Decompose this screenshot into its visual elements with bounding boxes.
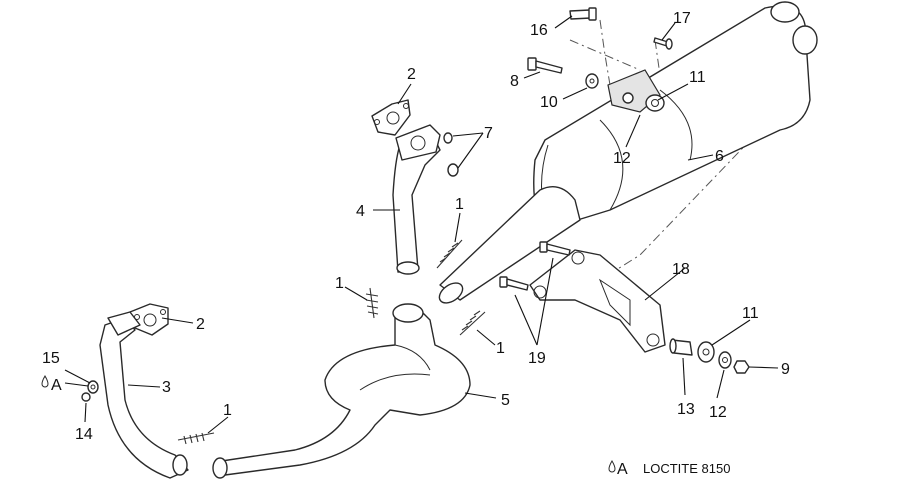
callout-4: 4 bbox=[356, 203, 365, 220]
loctite-marker-part: A bbox=[41, 375, 62, 394]
callout-12-top: 12 bbox=[613, 150, 631, 167]
washer-10 bbox=[585, 73, 599, 89]
callout-15: 15 bbox=[42, 350, 60, 367]
nut-9 bbox=[733, 360, 750, 374]
pipe-3 bbox=[99, 311, 189, 479]
callout-11-top: 11 bbox=[689, 69, 706, 86]
callout-13: 13 bbox=[677, 401, 695, 418]
muffler bbox=[533, 1, 818, 231]
callout-9: 9 bbox=[781, 361, 790, 378]
callout-1-lower: 1 bbox=[223, 402, 232, 419]
bolt-8 bbox=[527, 57, 563, 74]
pipe-4 bbox=[392, 124, 441, 275]
callout-7: 7 bbox=[484, 125, 493, 142]
collector-pipe-5 bbox=[212, 303, 471, 479]
gasket-upper bbox=[371, 99, 411, 136]
callout-17: 17 bbox=[673, 10, 691, 27]
callout-6: 6 bbox=[715, 148, 724, 165]
callout-19: 19 bbox=[528, 350, 546, 367]
drop-icon bbox=[41, 375, 49, 388]
callout-1-upper: 1 bbox=[455, 196, 464, 213]
callout-14: 14 bbox=[75, 426, 93, 443]
muffler-inlet-pipe bbox=[438, 186, 581, 304]
leader-lines bbox=[64, 15, 779, 434]
legend-text: LOCTITE 8150 bbox=[643, 461, 730, 476]
washer-15 bbox=[87, 380, 99, 394]
washer-12 bbox=[718, 351, 732, 369]
callout-8: 8 bbox=[510, 73, 519, 90]
callout-11-bottom: 11 bbox=[742, 305, 759, 322]
legend-mark: A bbox=[617, 461, 628, 478]
callout-3: 3 bbox=[162, 379, 171, 396]
springs-1 bbox=[177, 239, 486, 445]
callout-2-upper: 2 bbox=[407, 66, 416, 83]
legend: A LOCTITE 8150 bbox=[608, 460, 730, 478]
bolts-19 bbox=[499, 241, 571, 291]
bracket-18 bbox=[529, 249, 666, 353]
muffler-bracket bbox=[607, 69, 665, 113]
drop-icon bbox=[608, 460, 616, 473]
nuts-7 bbox=[443, 132, 459, 177]
bolt-16 bbox=[569, 7, 597, 21]
loctite-mark-part: A bbox=[51, 377, 62, 394]
screw-17 bbox=[653, 37, 673, 50]
callout-1-middle: 1 bbox=[335, 275, 344, 292]
callout-18: 18 bbox=[672, 261, 690, 278]
nut-14 bbox=[81, 392, 91, 402]
spacer-13 bbox=[669, 338, 693, 356]
callout-16: 16 bbox=[530, 22, 548, 39]
callout-10: 10 bbox=[540, 94, 558, 111]
callout-2-lower: 2 bbox=[196, 316, 205, 333]
rubber-11 bbox=[697, 341, 715, 363]
callout-1-right: 1 bbox=[496, 340, 505, 357]
callout-12-bottom: 12 bbox=[709, 404, 727, 421]
callout-5: 5 bbox=[501, 392, 510, 409]
callout-labels: 16 17 8 10 11 12 6 2 7 4 1 1 1 1 2 3 5 1… bbox=[42, 10, 790, 443]
